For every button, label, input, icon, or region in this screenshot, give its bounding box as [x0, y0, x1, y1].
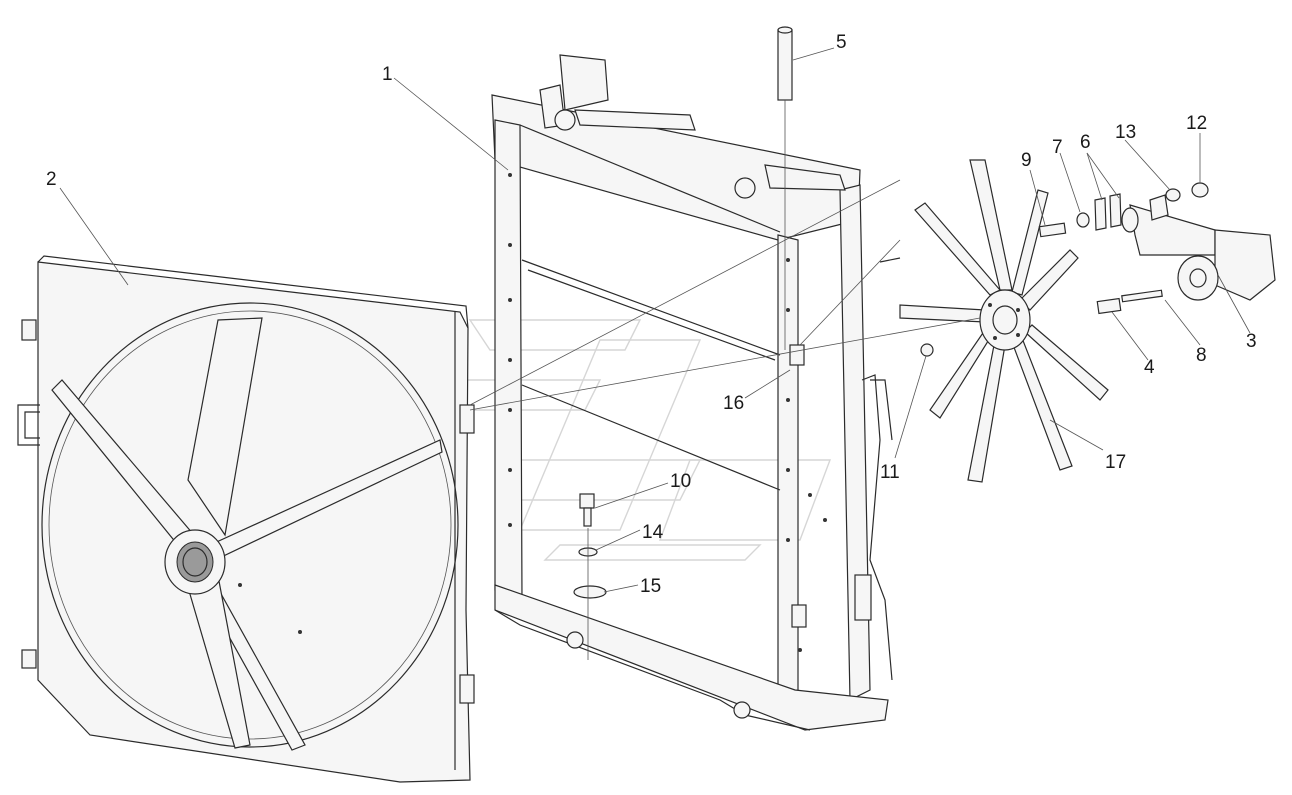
part-label-10: 10 — [670, 471, 691, 492]
part-label-5: 5 — [836, 32, 847, 53]
part-label-1: 1 — [382, 64, 393, 85]
drive-assembly-part-3 — [1038, 182, 1276, 301]
part-label-3: 3 — [1246, 331, 1257, 352]
part-label-15: 15 — [640, 576, 661, 597]
part-label-7: 7 — [1052, 137, 1063, 158]
part-label-16: 16 — [723, 393, 744, 414]
part-number-labels: 1 2 3 4 5 6 7 8 9 10 11 12 13 14 15 16 1… — [46, 32, 1257, 597]
part-label-8: 8 — [1196, 345, 1207, 366]
part-label-17: 17 — [1105, 452, 1126, 473]
nut-part-11 — [920, 343, 934, 357]
radiator-frame-part-1 — [491, 54, 901, 731]
part-label-4: 4 — [1144, 357, 1155, 378]
pin-part-5 — [777, 26, 793, 350]
part-label-12: 12 — [1186, 113, 1207, 134]
fan-shroud-part-2 — [17, 255, 475, 783]
part-label-9: 9 — [1021, 150, 1032, 171]
part-label-13: 13 — [1115, 122, 1136, 143]
bolt-washer-parts-10-14-15 — [573, 493, 607, 660]
part-label-14: 14 — [642, 522, 664, 543]
leader-lines — [59, 47, 1251, 593]
spacer-bolt-parts-4-8 — [1096, 289, 1163, 315]
fan-part-17 — [899, 159, 1109, 483]
part-label-2: 2 — [46, 169, 57, 190]
part-label-11: 11 — [880, 462, 900, 483]
part-label-6: 6 — [1080, 132, 1091, 153]
